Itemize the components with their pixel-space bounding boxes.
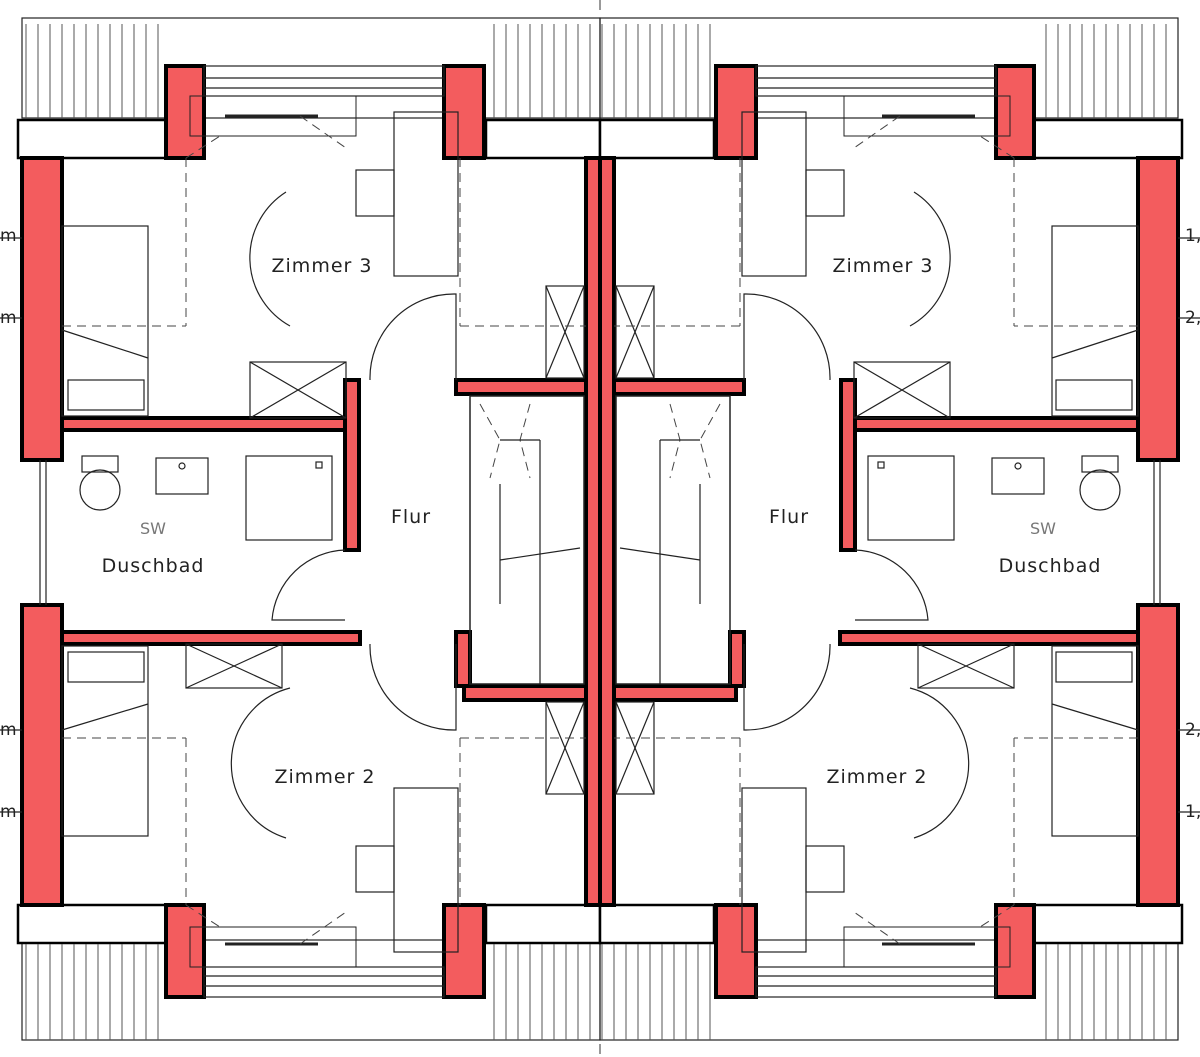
left-unit (16, 16, 602, 1042)
bath-sub-label-right: SW (1030, 519, 1056, 538)
room-label-flur-left: Flur (391, 506, 431, 528)
room-label-zimmer-2-left: Zimmer 2 (275, 766, 376, 788)
room-label-zimmer-3-right: Zimmer 3 (833, 255, 934, 277)
room-label-zimmer-2-right: Zimmer 2 (827, 766, 928, 788)
edge-mark-left: m (0, 308, 17, 328)
room-label-flur-right: Flur (769, 506, 809, 528)
room-label-zimmer-3-left: Zimmer 3 (272, 255, 373, 277)
right-unit (598, 16, 1184, 1042)
edge-mark-right: 1, (1185, 226, 1200, 246)
edge-marks: m m m m 1, 2, 2, 1, (0, 226, 1200, 822)
edge-mark-left: m (0, 802, 17, 822)
room-label-duschbad-right: Duschbad (999, 555, 1102, 577)
room-label-duschbad-left: Duschbad (102, 555, 205, 577)
edge-mark-left: m (0, 226, 17, 246)
edge-mark-right: 1, (1185, 802, 1200, 822)
roof-hatching (25, 24, 1167, 1040)
edge-mark-left: m (0, 720, 17, 740)
edge-mark-right: 2, (1185, 720, 1200, 740)
edge-mark-right: 2, (1185, 308, 1200, 328)
bath-sub-label-left: SW (140, 519, 166, 538)
